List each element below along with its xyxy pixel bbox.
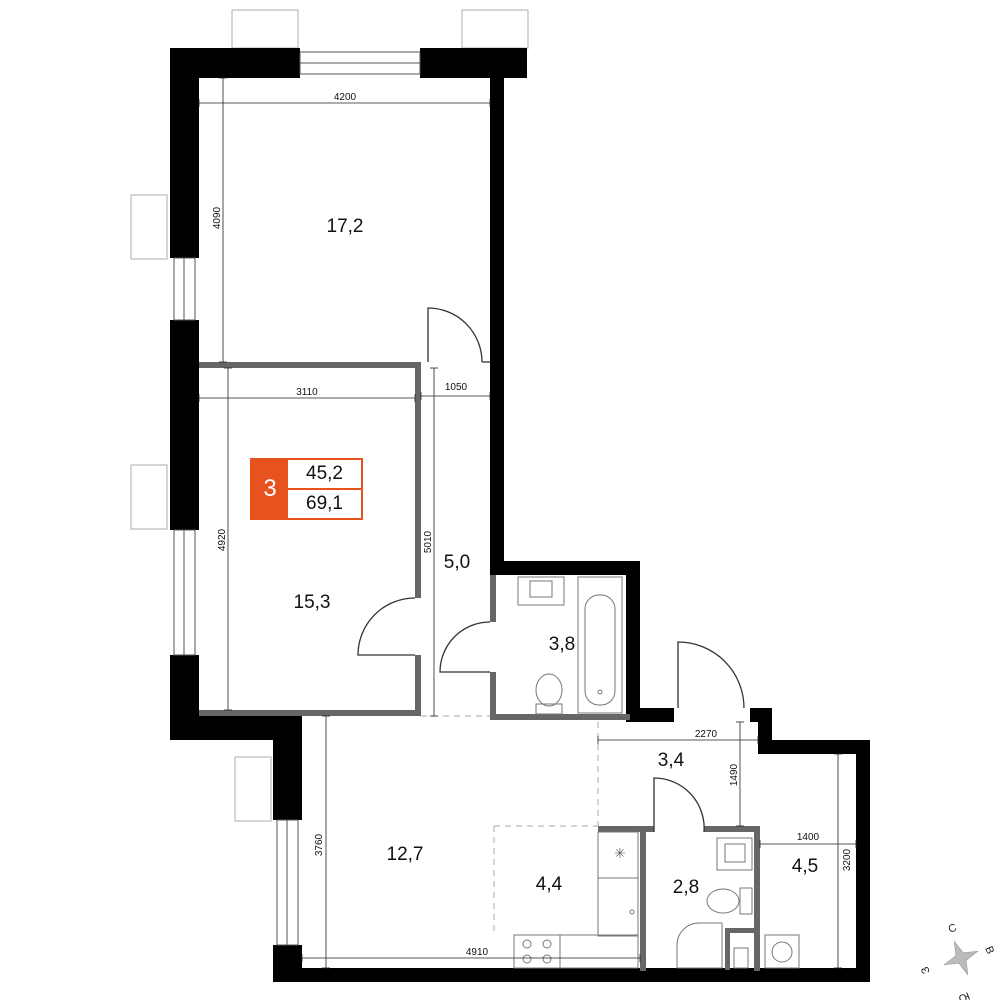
partition-bath-bottom	[490, 714, 630, 720]
dim-1400: 1400	[797, 832, 820, 843]
dim-1050: 1050	[445, 382, 468, 393]
apartment-badge: 3 45,2 69,1	[250, 458, 363, 520]
wc-toilet-tank	[739, 887, 753, 915]
windows	[173, 51, 421, 946]
wall-step-right	[626, 561, 640, 721]
partition-corr-b	[415, 655, 421, 715]
dim-4920: 4920	[217, 528, 228, 551]
wc-sink	[716, 837, 753, 871]
compass-south: Ю	[957, 989, 972, 1000]
partition-wc-right	[754, 826, 760, 971]
room-area-corridor: 5,0	[444, 552, 470, 573]
partition-wc-top-b	[704, 826, 760, 832]
room-area-bedroom-middle: 15,3	[294, 592, 331, 613]
wall-bottom	[273, 968, 870, 982]
room-area-living: 12,7	[387, 844, 424, 865]
dim-4910: 4910	[466, 947, 489, 958]
room-area-bedroom-top: 17,2	[327, 216, 364, 237]
partition-corr-a	[415, 362, 421, 598]
washing-machine	[764, 934, 800, 969]
sill-left-1	[130, 194, 168, 260]
room-area-hall: 3,4	[658, 750, 685, 771]
compass-north: С	[947, 922, 959, 936]
wall-left-b	[170, 320, 199, 530]
door-entrance	[677, 641, 745, 709]
partitions	[199, 362, 760, 971]
sill-left-3	[234, 756, 272, 822]
wall-right-top	[490, 78, 504, 575]
wall-right-top2	[758, 740, 870, 754]
doors	[357, 307, 745, 833]
bathtub	[577, 576, 623, 714]
kitchen-counter	[597, 831, 639, 937]
partition-wc-left	[640, 826, 646, 971]
shaft-box	[733, 947, 749, 969]
extractor-icon: ✳	[614, 845, 626, 861]
kitchen-bottom-counter	[559, 934, 639, 969]
room-area-storage: 4,5	[792, 856, 818, 877]
dim-1490: 1490	[729, 763, 740, 786]
total-area: 69,1	[306, 493, 343, 514]
dim-3760: 3760	[314, 833, 325, 856]
partition-wc-top-a	[646, 826, 654, 832]
living-area: 45,2	[288, 460, 361, 490]
shower	[676, 922, 723, 969]
partition-bedrooms	[199, 362, 421, 368]
partition-shaft	[725, 928, 758, 933]
area-values: 45,2 69,1	[288, 460, 361, 518]
dim-4200: 4200	[334, 92, 357, 103]
compass-east: В	[982, 945, 996, 956]
door-bathroom	[439, 621, 491, 673]
wall-left-a	[170, 48, 199, 258]
dimension-lines	[198, 77, 857, 969]
partition-bath-a	[490, 575, 496, 622]
door-bedroom-middle	[357, 597, 416, 656]
compass-west: З	[919, 964, 933, 975]
sill-top-left	[231, 9, 299, 49]
room-area-bathroom: 3,8	[549, 634, 575, 655]
room-area-kitchen: 4,4	[536, 874, 563, 895]
bath-sink	[517, 576, 565, 606]
zone-lines	[421, 715, 599, 935]
bath-toilet	[535, 673, 563, 707]
wall-step-top	[490, 561, 640, 575]
partition-shaft-v	[725, 928, 730, 970]
room-area-wc: 2,8	[673, 877, 699, 898]
wall-top-right	[420, 48, 527, 78]
dim-3110: 3110	[296, 387, 318, 398]
fixtures	[513, 576, 800, 969]
sill-top-right	[461, 9, 529, 49]
partition-bath-b	[490, 672, 496, 720]
dim-2270: 2270	[695, 729, 718, 740]
dim-3200: 3200	[842, 848, 853, 871]
wall-right	[856, 740, 870, 982]
dim-4090: 4090	[212, 206, 223, 229]
compass-icon	[943, 940, 979, 976]
dim-5010: 5010	[423, 530, 434, 553]
door-bedroom-top	[427, 307, 483, 363]
rooms-count: 3	[252, 460, 288, 518]
stove	[513, 934, 561, 969]
sill-left-2	[130, 464, 168, 530]
partition-kitchen-top	[598, 826, 650, 832]
bath-toilet-tank	[535, 703, 563, 715]
wc-toilet	[706, 888, 740, 914]
wall-left-d	[273, 710, 302, 820]
window-sills	[130, 9, 529, 822]
partition-bedroom-bottom	[199, 710, 421, 716]
door-wc	[653, 777, 705, 833]
wall-step-bottom	[626, 708, 674, 722]
